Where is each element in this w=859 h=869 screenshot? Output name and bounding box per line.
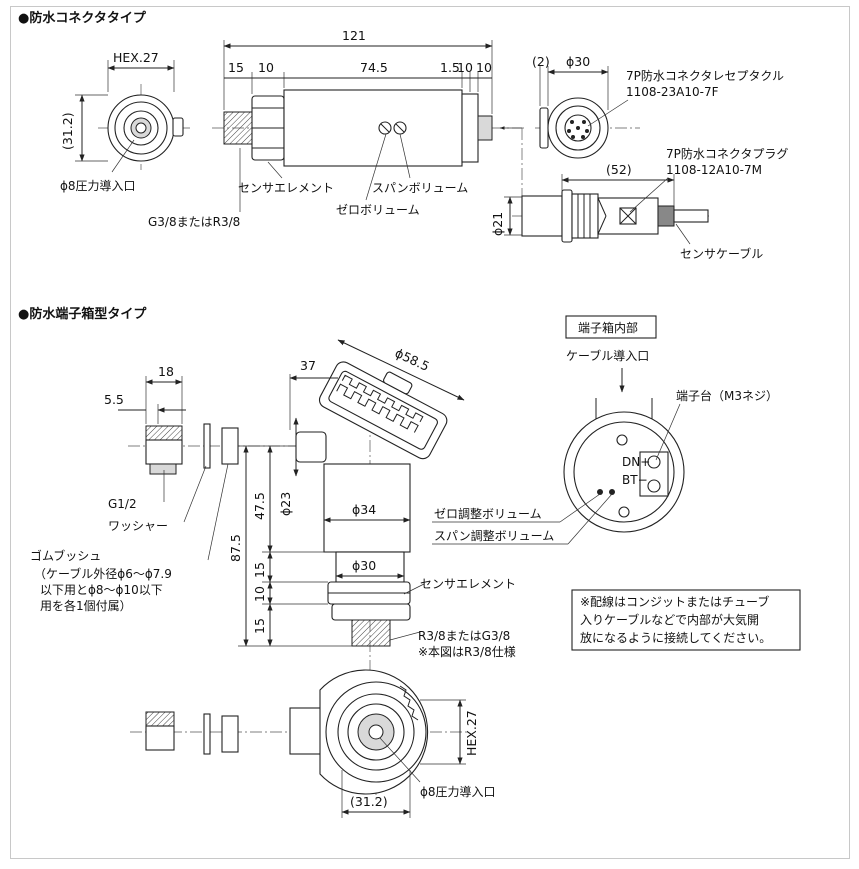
dim-37: 37 xyxy=(300,358,316,373)
label-bt-minus: BT− xyxy=(622,473,648,487)
label-sensor-terminal: センサエレメント xyxy=(420,577,516,591)
note-line-1: ※配線はコンジットまたはチューブ xyxy=(580,594,769,609)
label-thread-connector: G3/8またはR3/8 xyxy=(148,215,240,229)
dim-5-5: 5.5 xyxy=(104,392,124,407)
label-plug-name: 7P防水コネクタプラグ xyxy=(666,146,788,161)
label-receptacle-name: 7P防水コネクタレセプタクル xyxy=(626,68,784,83)
plug-view xyxy=(512,189,710,243)
label-g12: G1/2 xyxy=(108,497,137,511)
label-sensor-cable: センサケーブル xyxy=(680,246,763,261)
dim-87-5: 87.5 xyxy=(228,534,243,562)
label-inlet-terminal: ϕ8圧力導入口 xyxy=(420,785,496,799)
label-bush-note-2: 以下用とϕ8～ϕ10以下 xyxy=(40,583,163,597)
label-span-volume: スパンボリューム xyxy=(372,181,468,195)
dim-15b-terminal: 15 xyxy=(252,618,267,634)
label-zero-volume: ゼロボリューム xyxy=(336,203,420,217)
dim-1-5: 1.5 xyxy=(440,60,460,75)
label-thread-note: ※本図はR3/8仕様 xyxy=(418,645,516,659)
label-sensor-connector: センサエレメント xyxy=(238,181,334,195)
dim-18: 18 xyxy=(158,364,174,379)
label-bush-note-1: （ケーブル外径ϕ6～ϕ7.9 xyxy=(34,566,172,581)
wiring-note-box xyxy=(571,589,801,651)
dim-paren-52: (52) xyxy=(606,162,632,177)
label-washer: ワッシャー xyxy=(108,519,168,533)
dim-15-terminal: 15 xyxy=(252,562,267,578)
dim-15: 15 xyxy=(228,60,244,75)
dim-10c: 10 xyxy=(476,60,492,75)
label-span-adjust: スパン調整ボリューム xyxy=(434,528,554,543)
connector-side-view xyxy=(212,89,525,167)
dim-phi23: ϕ23 xyxy=(278,492,293,516)
terminal-box-interior xyxy=(563,398,685,533)
connector-end-view xyxy=(98,84,190,170)
note-line-2: 入りケーブルなどで内部が大気開 xyxy=(580,612,759,627)
terminal-box-bottom-view xyxy=(130,669,470,800)
label-bush-note-3: 用を各1個付属） xyxy=(40,598,132,613)
dim-hex-connector: HEX.27 xyxy=(113,50,159,65)
label-inlet-connector: ϕ8圧力導入口 xyxy=(60,179,136,193)
label-cable-inlet: ケーブル導入口 xyxy=(566,348,649,363)
dim-31-2-connector: (31.2) xyxy=(60,112,75,150)
receptacle-view xyxy=(535,97,640,159)
dim-10a: 10 xyxy=(258,60,274,75)
section-title-terminal: ●防水端子箱型タイプ xyxy=(18,306,147,322)
dim-74-5: 74.5 xyxy=(360,60,388,75)
label-receptacle-part: 1108-23A10-7F xyxy=(626,85,719,99)
label-rubber-bush: ゴムブッシュ xyxy=(30,548,101,563)
dim-10b: 10 xyxy=(457,60,473,75)
dim-121: 121 xyxy=(342,28,366,43)
dim-phi58-5: ϕ58.5 xyxy=(393,345,432,374)
dim-10-terminal: 10 xyxy=(252,586,267,602)
note-line-3: 放になるように接続してください。 xyxy=(580,630,771,645)
label-zero-adjust: ゼロ調整ボリューム xyxy=(434,506,542,521)
box-title-frame xyxy=(565,315,657,339)
dim-hex-terminal: HEX.27 xyxy=(464,710,479,756)
dim-paren-2: (2) xyxy=(532,54,550,69)
label-terminal-block: 端子台（M3ネジ） xyxy=(676,388,778,403)
cable-gland-parts xyxy=(128,423,320,475)
dim-31-2-terminal: (31.2) xyxy=(350,794,388,809)
label-box-interior: 端子箱内部 xyxy=(578,320,638,335)
dim-phi21: ϕ21 xyxy=(490,212,505,236)
dim-phi30-terminal: ϕ30 xyxy=(352,558,376,573)
label-dn-plus: DN+ xyxy=(622,455,650,469)
section-title-connector: ●防水コネクタタイプ xyxy=(18,10,147,26)
dim-phi34: ϕ34 xyxy=(352,502,376,517)
dim-47-5: 47.5 xyxy=(252,492,267,520)
label-plug-part: 1108-12A10-7M xyxy=(666,163,762,177)
dim-phi30-connector: ϕ30 xyxy=(566,54,590,69)
label-thread-terminal: R3/8またはG3/8 xyxy=(418,629,510,643)
